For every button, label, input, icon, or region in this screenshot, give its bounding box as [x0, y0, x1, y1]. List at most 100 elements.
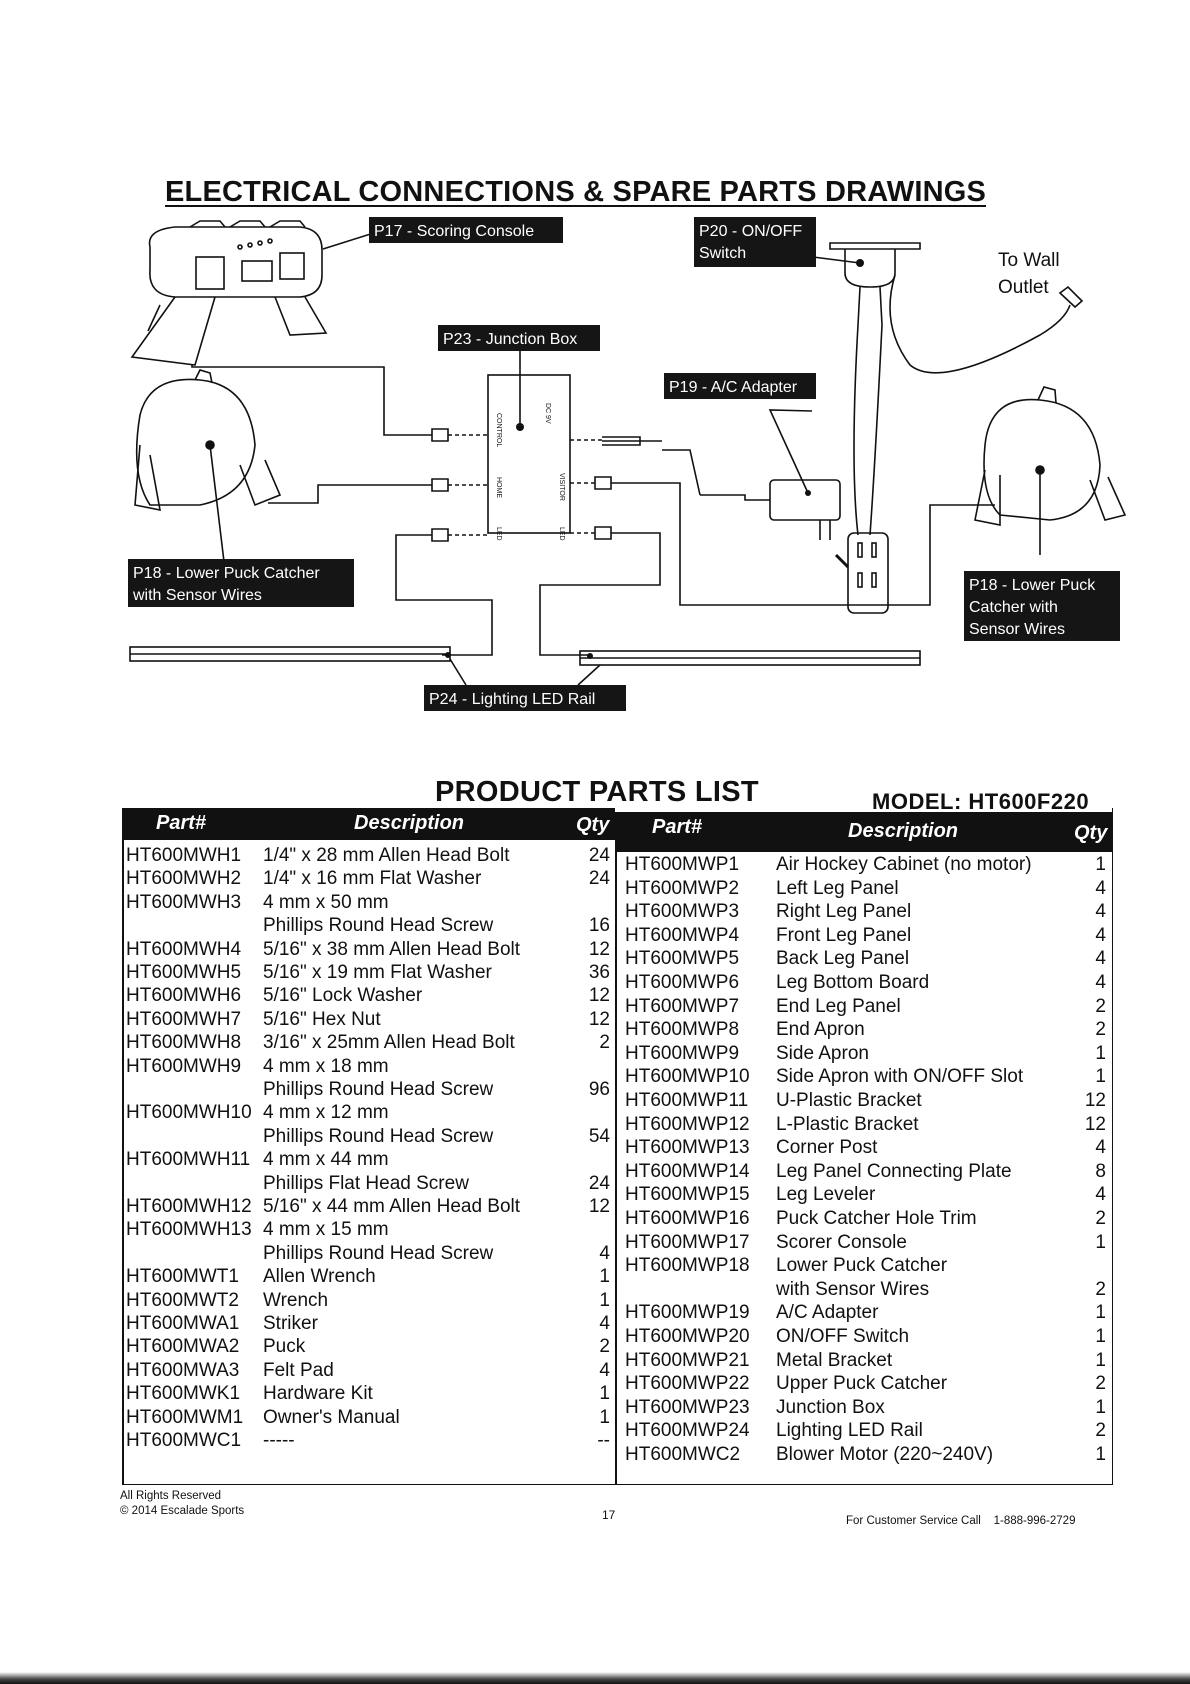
part-number: HT600MWP4	[625, 924, 740, 946]
part-qty: 1	[599, 1289, 610, 1311]
part-number: HT600MWP6	[625, 972, 740, 993]
part-qty: 24	[588, 1172, 610, 1194]
part-number: HT600MWP10	[625, 1066, 750, 1088]
part-qty: 4	[599, 1359, 610, 1381]
part-qty: 8	[1095, 1160, 1106, 1182]
part-number: HT600MWH4	[126, 938, 242, 960]
svg-text:P18 - Lower Puck: P18 - Lower Puck	[969, 577, 1096, 594]
part-description: Right Leg Panel	[776, 901, 912, 923]
part-number: HT600MWH8	[126, 1032, 242, 1054]
part-qty: 1	[1095, 1444, 1106, 1465]
part-number: HT600MWP11	[625, 1090, 749, 1111]
page-title: ELECTRICAL CONNECTIONS & SPARE PARTS DRA…	[165, 176, 987, 208]
part-description: Back Leg Panel	[776, 948, 910, 970]
part-number: HT600MWP12	[625, 1113, 750, 1135]
part-qty: 2	[599, 1032, 610, 1054]
part-number: HT600MWH5	[126, 962, 242, 983]
part-number: HT600MWT1	[126, 1266, 239, 1288]
part-description: Lighting LED Rail	[776, 1420, 923, 1442]
part-number: HT600MWP24	[625, 1420, 750, 1442]
wall-outlet-text-1: To Wall	[998, 250, 1060, 271]
part-qty: 1	[1095, 854, 1106, 875]
page-number: 17	[602, 1508, 616, 1522]
part-qty: 1	[1095, 1066, 1106, 1088]
part-description: A/C Adapter	[776, 1302, 879, 1324]
part-description: Leg Panel Connecting Plate	[776, 1160, 1012, 1182]
part-description: 5/16" x 19 mm Flat Washer	[263, 962, 492, 983]
part-description: L-Plastic Bracket	[776, 1113, 919, 1135]
part-qty: 12	[588, 1008, 610, 1030]
svg-text:Switch: Switch	[699, 245, 746, 262]
part-description: Air Hockey Cabinet (no motor)	[776, 854, 1032, 875]
part-description: Leg Bottom Board	[776, 972, 930, 993]
part-description: with Sensor Wires	[776, 1278, 930, 1300]
part-qty: 4	[1095, 924, 1106, 946]
part-qty: 54	[588, 1125, 610, 1147]
part-qty: 1	[599, 1266, 610, 1288]
part-description: Phillips Round Head Screw	[263, 1242, 494, 1264]
part-number: HT600MWK1	[126, 1383, 241, 1405]
part-qty: 2	[1095, 995, 1106, 1017]
service-phone: 1-888-996-2729	[993, 1515, 1076, 1527]
svg-text:P20 - ON/OFF: P20 - ON/OFF	[699, 223, 802, 240]
part-description: 4 mm x 50 mm	[263, 891, 389, 913]
svg-text:P17 - Scoring Console: P17 - Scoring Console	[374, 223, 534, 240]
part-description: Front Leg Panel	[776, 924, 912, 946]
part-qty: 4	[1095, 1184, 1106, 1206]
onoff-switch-drawing	[829, 242, 921, 326]
part-qty: 2	[1095, 1208, 1106, 1229]
part-qty: 4	[1095, 972, 1106, 993]
label-p18-left-puck-catcher: P18 - Lower Puck Catcher with Sensor Wir…	[128, 559, 354, 607]
part-number: HT600MWH2	[126, 868, 242, 890]
label-p24-led-rail: P24 - Lighting LED Rail	[424, 685, 626, 711]
header-part-right: Part#	[652, 816, 703, 838]
part-number: HT600MWP2	[625, 877, 740, 899]
left-puck-catcher-drawing	[134, 369, 282, 512]
part-description: Side Apron with ON/OFF Slot	[776, 1066, 1024, 1088]
part-qty: --	[597, 1430, 610, 1451]
label-p19-ac-adapter: P19 - A/C Adapter	[664, 373, 816, 399]
header-part-left: Part#	[156, 812, 207, 834]
part-qty: 2	[1095, 1019, 1106, 1041]
part-description: Phillips Round Head Screw	[263, 915, 494, 937]
part-description: Felt Pad	[263, 1359, 334, 1381]
header-qty-left: Qty	[576, 814, 610, 836]
part-number: HT600MWP1	[625, 854, 740, 875]
part-number: HT600MWH9	[126, 1055, 242, 1077]
svg-text:Catcher with: Catcher with	[969, 599, 1058, 616]
part-description: U-Plastic Bracket	[776, 1090, 922, 1111]
svg-text:P23 - Junction Box: P23 - Junction Box	[443, 331, 577, 348]
part-number: HT600MWP5	[625, 948, 740, 970]
part-number: HT600MWP3	[625, 901, 740, 923]
svg-text:P18 - Lower Puck Catcher: P18 - Lower Puck Catcher	[133, 565, 320, 582]
part-number: HT600MWP13	[625, 1137, 750, 1159]
service-label: For Customer Service Call	[846, 1515, 981, 1527]
jb-led-left-text: LED	[495, 527, 502, 541]
right-puck-catcher-drawing	[974, 386, 1127, 526]
part-number: HT600MWP17	[625, 1231, 750, 1253]
part-qty: 2	[1095, 1278, 1106, 1300]
table-header: Part# Description Qty Part# Description …	[122, 808, 1112, 852]
part-qty: 1	[599, 1383, 610, 1405]
part-number: HT600MWP15	[625, 1184, 750, 1206]
part-number: HT600MWH13	[126, 1219, 252, 1241]
label-p20-onoff-switch: P20 - ON/OFF Switch	[694, 217, 816, 267]
part-description: End Apron	[776, 1019, 865, 1041]
jb-home-text: HOME	[495, 477, 502, 498]
part-description: Lower Puck Catcher	[776, 1255, 948, 1277]
part-number: HT600MWP14	[625, 1160, 750, 1182]
svg-text:Sensor Wires: Sensor Wires	[969, 621, 1065, 638]
part-number: HT600MWA3	[126, 1359, 240, 1381]
part-number: HT600MWP21	[625, 1349, 750, 1371]
part-description: Junction Box	[776, 1396, 885, 1418]
part-description: Scorer Console	[776, 1231, 907, 1253]
electrical-connections-diagram: CONTROL HOME LED VISITOR LED DC 9V P17 -…	[128, 217, 1127, 711]
part-qty: 1	[1095, 1396, 1106, 1418]
part-description: 5/16" Hex Nut	[263, 1008, 381, 1030]
part-qty: 4	[1095, 948, 1106, 970]
jb-control-text: CONTROL	[495, 413, 502, 447]
part-number: HT600MWC2	[625, 1444, 741, 1465]
part-description: Metal Bracket	[776, 1349, 893, 1371]
copyright-text: © 2014 Escalade Sports	[120, 1505, 245, 1517]
part-qty: 4	[1095, 901, 1106, 923]
